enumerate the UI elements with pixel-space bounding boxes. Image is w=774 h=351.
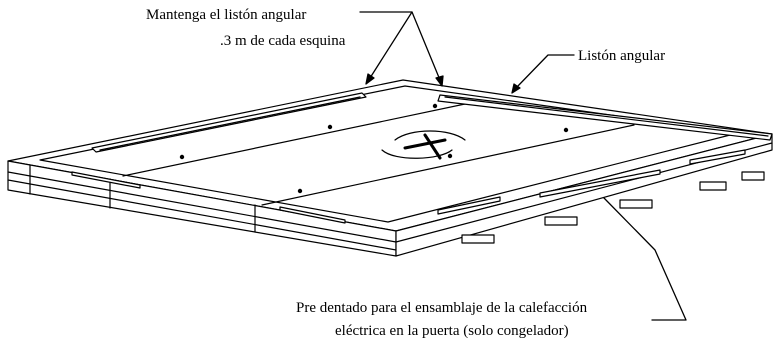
keep-angle-label-line2: .3 m de cada esquina bbox=[220, 33, 346, 49]
pre-notched-tabs bbox=[461, 171, 765, 244]
surface-rails bbox=[71, 92, 746, 224]
pre-notched-label-line2: eléctrica en la puerta (solo congelador) bbox=[335, 323, 569, 339]
pre-notched-label-line1: Pre dentado para el ensamblaje de la cal… bbox=[296, 300, 588, 316]
keep-angle-label-line1: Mantenga el listón angular bbox=[146, 7, 307, 23]
angle-strip-label: Listón angular bbox=[578, 48, 666, 64]
leader-lines bbox=[359, 11, 687, 321]
fastener-dots bbox=[179, 103, 569, 194]
angle-strip bbox=[437, 94, 773, 141]
center-mark bbox=[381, 130, 466, 160]
